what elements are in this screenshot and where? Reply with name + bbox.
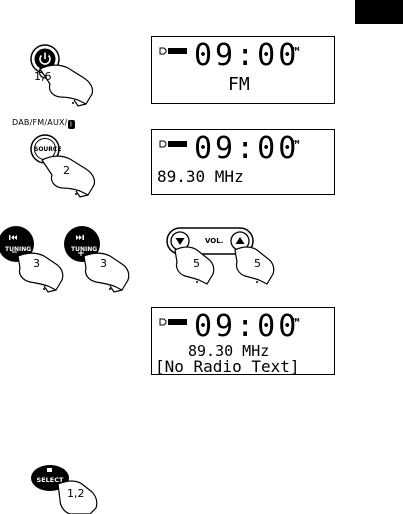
- lcd-radio-text: [No Radio Text]: [155, 357, 300, 376]
- lcd-pm-indicator: PM: [291, 318, 300, 324]
- skip-forward-icon: [76, 235, 84, 240]
- lcd-pm-indicator: PM: [291, 140, 300, 146]
- lcd-time: 09:00: [194, 131, 300, 166]
- select-button-label: SELECT: [36, 476, 64, 484]
- step-number-tuning-up: 3: [100, 257, 107, 270]
- step-number-power: 1,6: [34, 70, 52, 83]
- signal-strength-icon: [159, 47, 187, 55]
- step-number-tuning-down: 3: [33, 257, 40, 270]
- tuning-up-label: TUNING: [71, 246, 98, 253]
- lcd-pm-indicator: PM: [291, 47, 300, 53]
- skip-back-icon: [9, 235, 17, 240]
- source-button-hand: [30, 134, 96, 198]
- lcd-mode-text: FM: [228, 74, 250, 95]
- power-icon: [39, 52, 51, 65]
- bluetooth-icon: ᛒ: [67, 120, 75, 129]
- select-button-hand: [31, 465, 98, 514]
- volume-buttons-hand: [166, 227, 275, 285]
- tuning-down-label: TUNING: [5, 246, 32, 253]
- volume-down-icon: [175, 238, 185, 245]
- lcd-display-fm: 09:00 PM FM: [151, 36, 335, 104]
- lcd-time: 09:00: [194, 38, 300, 73]
- power-button-hand: [30, 44, 94, 107]
- lcd-frequency-text: 89.30 MHz: [188, 342, 270, 360]
- tuning-down-button-hand: [0, 226, 64, 293]
- step-number-vol-down: 5: [193, 257, 200, 270]
- signal-strength-icon: [159, 318, 187, 326]
- tuning-up-button-hand: [64, 226, 130, 293]
- lcd-display-frequency: 09:00 PM 89.30 MHz: [151, 129, 335, 195]
- lcd-frequency-text: 89.30 MHz: [157, 167, 244, 186]
- step-number-select: 1,2: [67, 487, 85, 500]
- select-square-icon: [47, 468, 52, 472]
- source-modes-label: DAB/FM/AUX/ᛒ: [12, 118, 75, 129]
- lcd-time: 09:00: [194, 309, 300, 344]
- source-button-label: SOURCE: [34, 146, 62, 153]
- section-tab: [355, 0, 403, 24]
- step-number-source: 2: [63, 164, 70, 177]
- step-number-vol-up: 5: [254, 257, 261, 270]
- lcd-display-radio-text: 09:00 PM 89.30 MHz [No Radio Text]: [151, 307, 335, 376]
- volume-label: VOL.: [205, 237, 224, 245]
- volume-up-icon: [235, 237, 245, 244]
- signal-strength-icon: [159, 140, 187, 148]
